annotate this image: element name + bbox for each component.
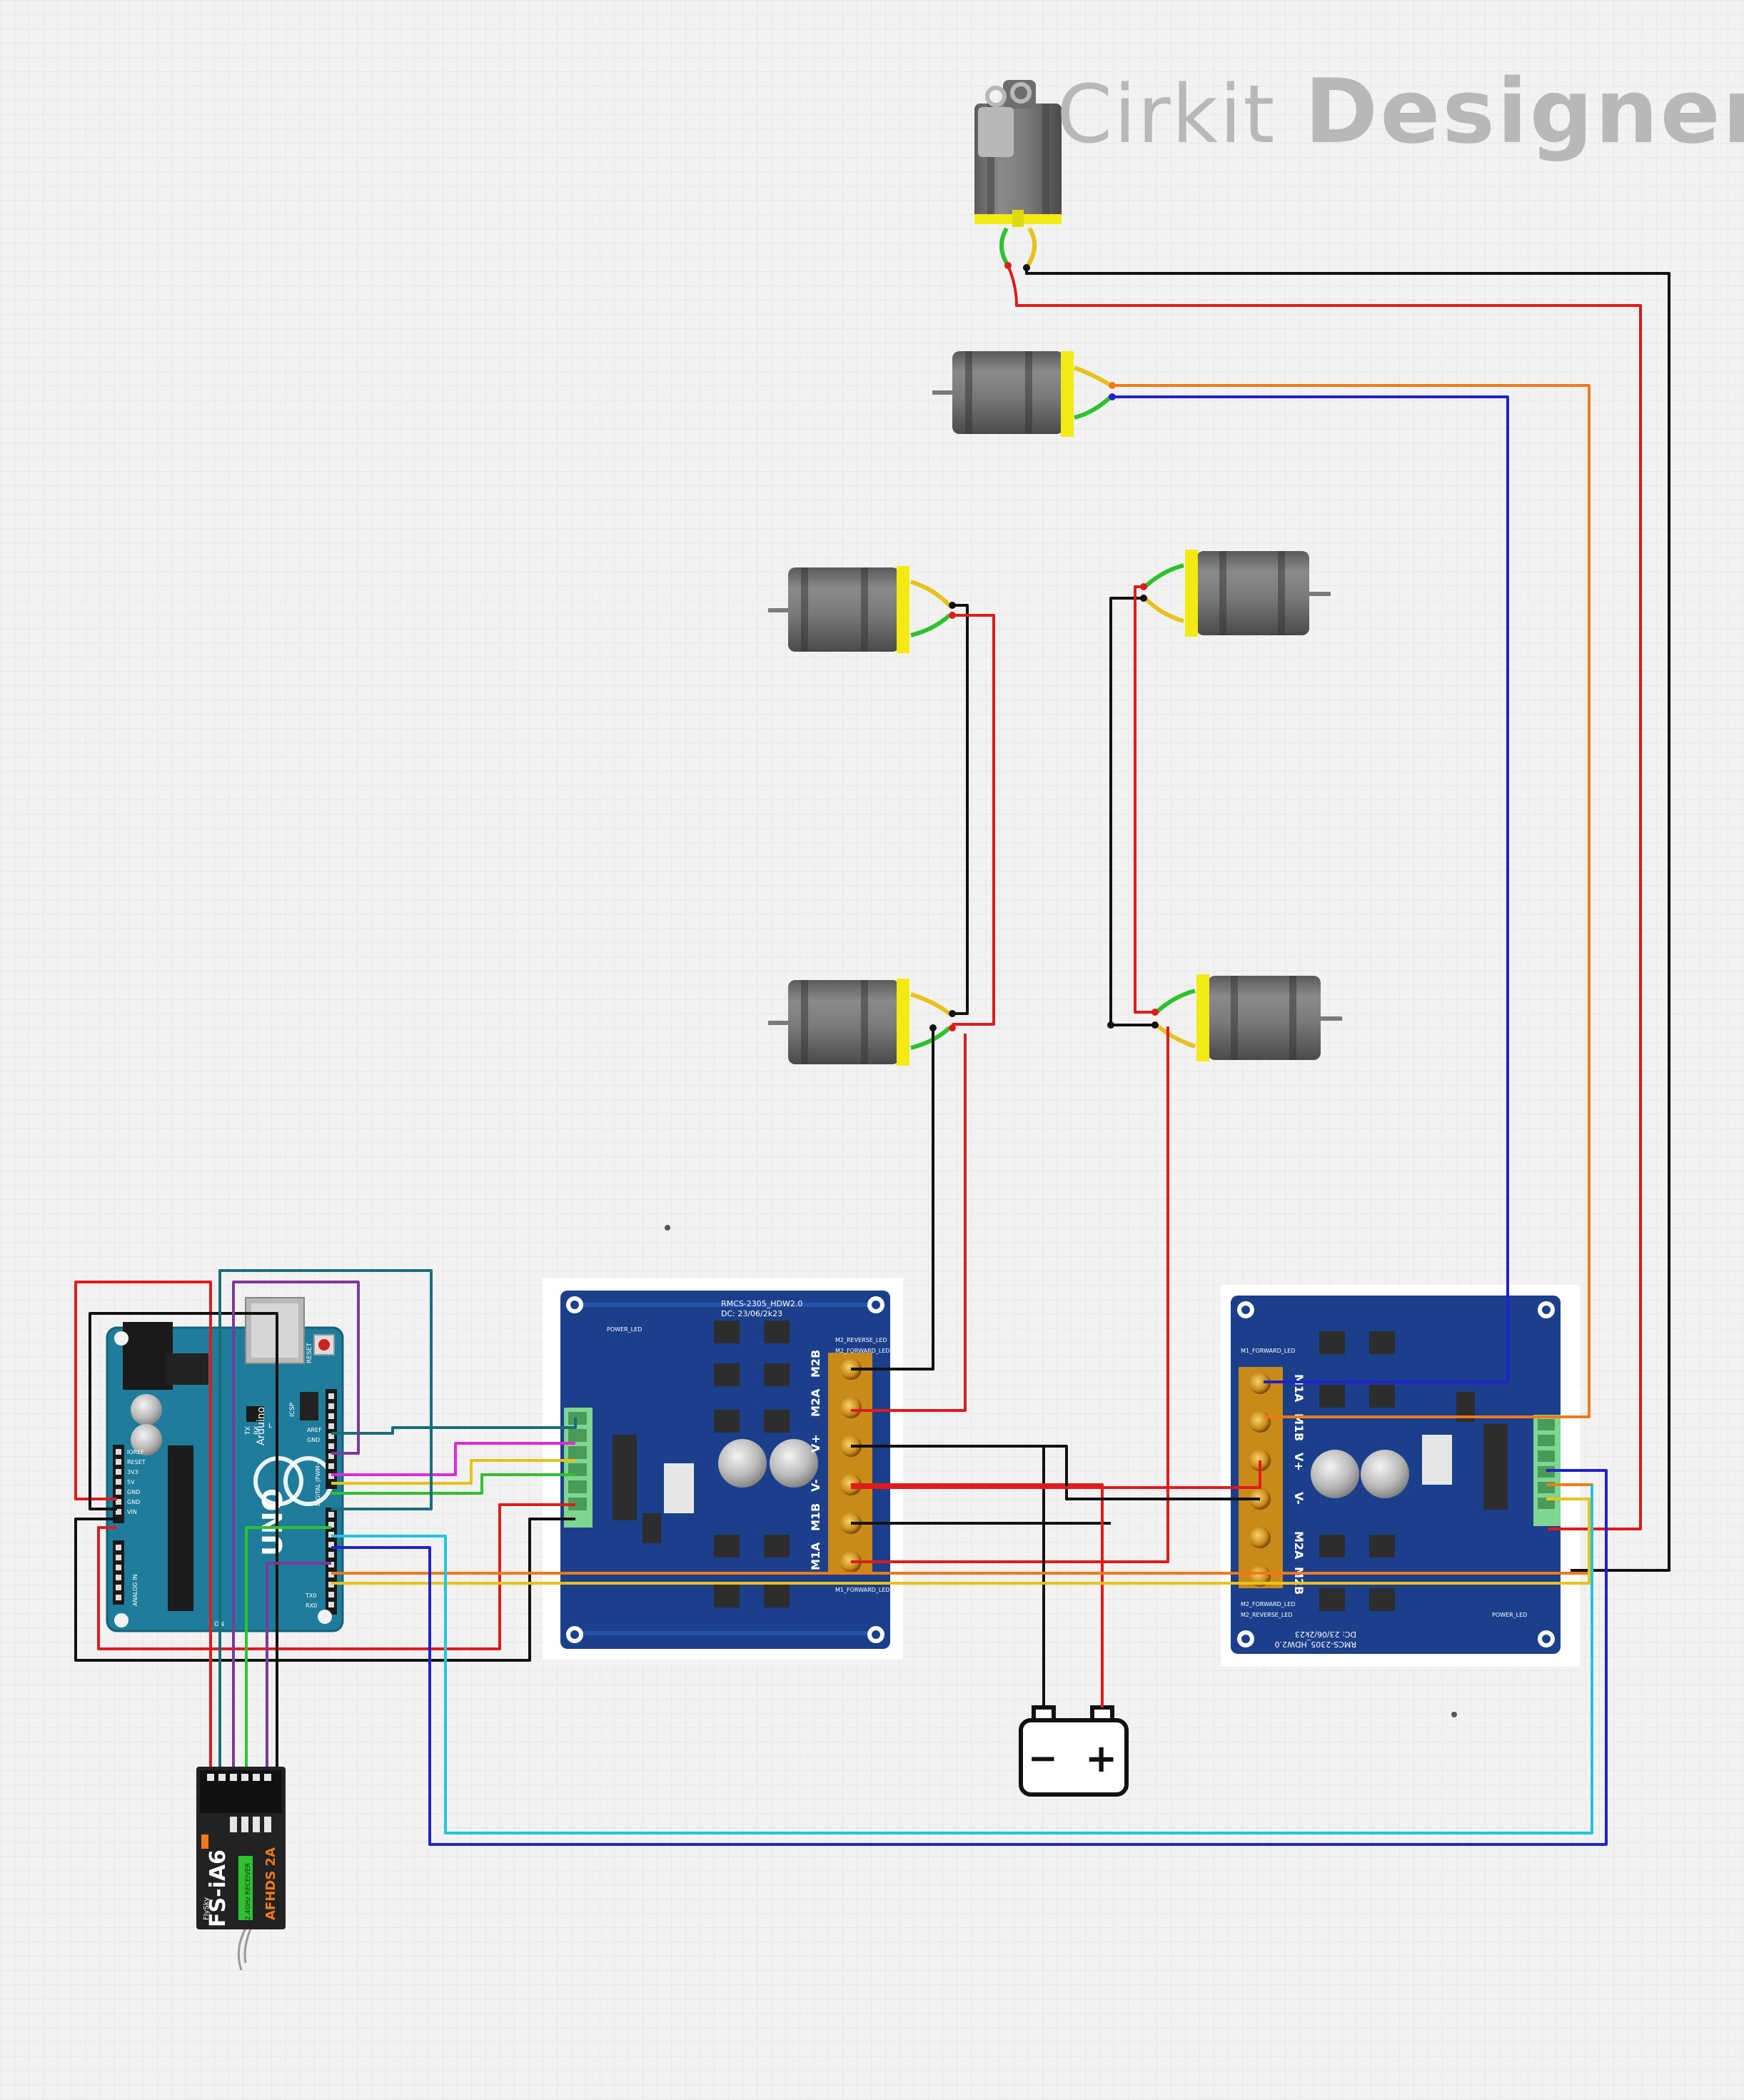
brand-bold-text: Designer [1304,61,1744,163]
motor-right-bottom[interactable] [1151,974,1342,1061]
arduino-rx-label: RX [253,1426,261,1435]
arduino-reset-label: RESET [306,1343,313,1363]
wire-orange-motor2[interactable] [1112,384,1591,1418]
receiver-afhds-label: AFHDS 2A [263,1847,278,1920]
wire-purple-arduino-loop[interactable] [232,1281,360,1767]
driver-left-led-m1-forward: M1_FORWARD_LED [835,1587,889,1593]
wire-black-arduino-driver[interactable] [74,1518,575,1662]
wire-yellow-arduino-driver[interactable] [331,1459,575,1485]
header-label-aref: AREF [307,1427,322,1433]
wire-red-left-m1a[interactable] [851,1026,1169,1563]
battery[interactable]: − + [1019,1705,1129,1797]
wire-blue-arduino-right[interactable] [331,1469,1608,1846]
driver-left-date: DC: 23/06/2k23 [721,1309,782,1318]
driver-left-led-m2-reverse: M2_REVERSE_LED [835,1337,887,1343]
header-label-reset: RESET [127,1459,146,1465]
motor-driver-right[interactable]: M1A M1B V+ V- M2A M2B RMCS-2305_HDW2.0 D… [1221,1285,1580,1667]
header-label-tx0: TX0 [305,1592,316,1599]
driver-right-date: DC: 23/06/2k23 [1295,1630,1356,1639]
driver-left-label-m2a: M2A [809,1388,822,1417]
wire-purple-arduino-right[interactable] [266,1562,331,1767]
cirkit-designer-logo: Cirkit Designer [1057,61,1744,163]
driver-left-label-m1a: M1A [809,1542,822,1570]
wire-teal-arduino-driver[interactable] [331,1418,577,1435]
driver-right-led-power: POWER_LED [1492,1612,1527,1618]
header-label-5v: 5V [127,1479,135,1485]
driver-right-led-m2-forward: M2_FORWARD_LED [1241,1601,1295,1607]
driver-left-label-vplus: V+ [809,1434,822,1453]
receiver-model-label: FS-iA6 [206,1849,231,1927]
wire-black-top-motor[interactable] [1025,268,1670,1572]
wire-black-vminus-right[interactable] [851,1445,1260,1500]
wire-magenta-arduino-driver[interactable] [331,1442,575,1476]
battery-minus-label: − [1028,1737,1058,1779]
wire-black-right-motors[interactable] [1109,597,1155,1026]
driver-left-label-m2b: M2B [809,1350,822,1378]
arduino-icsp-label: ICSP [289,1402,296,1417]
driver-right-label-m2b: M2B [1292,1567,1306,1595]
arduino-uno-label: UNO [257,1488,288,1556]
arduino-l-label: L [268,1423,272,1430]
brand-light-text: Cirkit [1057,69,1276,161]
header-label-rx0: RX0 [306,1602,317,1609]
cirkit-logo-icon [978,82,1032,157]
header-label-gnd-3: GND [307,1437,320,1443]
driver-left-led-m2-forward: M2_FORWARD_LED [835,1348,889,1354]
driver-right-led-m1-forward: M1_FORWARD_LED [1241,1348,1295,1354]
wire-black-m2b[interactable] [851,1028,934,1370]
wire-red-battery[interactable] [851,1483,1104,1707]
wire-red-vplus-right[interactable] [851,1460,1261,1489]
motor-left-top[interactable] [768,566,956,653]
motor-driver-left[interactable]: M2B M2A V+ V- M1B M1A RMCS-2305_HDW2.0 D… [543,1278,903,1660]
receiver-brand-label: FlySky [203,1897,211,1920]
wire-yellow-arduino-right[interactable] [331,1498,1591,1585]
driver-right-label-m1b: M1B [1292,1413,1306,1441]
wire-red-left-motors[interactable] [952,614,995,1026]
wire-red-right-motors[interactable] [1134,585,1155,1014]
header-label-3v3: 3V3 [127,1469,138,1475]
wire-red-top-motor[interactable] [1007,265,1642,1530]
wire-red-m2a[interactable] [851,1034,967,1412]
wire-green-receiver[interactable] [245,1526,331,1767]
arduino-brand-label: Arduino [256,1407,267,1445]
wire-black-left-motors[interactable] [952,604,969,1015]
driver-right-label-vminus: V- [1292,1492,1306,1505]
wires [74,265,1670,1846]
driver-right-label-m1a: M1A [1292,1374,1306,1403]
header-label-vin: VIN [127,1509,137,1515]
motor-upper-right[interactable] [932,351,1116,437]
motor-right-top[interactable] [1140,550,1331,637]
wire-blue-motor2[interactable] [1112,395,1509,1383]
wire-teal-arduino-loop[interactable] [218,1269,433,1767]
driver-left-title: RMCS-2305_HDW2.0 [721,1299,802,1308]
driver-right-label-m2a: M2A [1292,1531,1306,1560]
flysky-receiver[interactable]: FS-iA6 2.4GHz RECEIVER AFHDS 2A FlySky [196,1767,286,1971]
header-label-gnd-1: GND [127,1489,140,1495]
header-label-ioref: IOREF [127,1449,144,1455]
driver-left-led-power: POWER_LED [607,1326,642,1333]
header-label-analog: ANALOG IN [132,1575,138,1607]
wire-green-arduino-driver[interactable] [331,1473,575,1495]
wire-red-arduino-driver[interactable] [97,1503,575,1650]
driver-right-led-m2-reverse: M2_REVERSE_LED [1241,1612,1293,1618]
receiver-freq-label: 2.4GHz RECEIVER [245,1863,252,1920]
battery-plus-label: + [1085,1736,1117,1781]
driver-left-label-vminus: V- [809,1479,822,1492]
driver-right-label-vplus: V+ [1292,1453,1306,1471]
wire-black-arduino-gnd[interactable] [89,1312,278,1767]
driver-left-label-m1b: M1B [809,1503,822,1531]
header-label-digital: DIGITAL (PWM~) [315,1459,321,1506]
header-label-gnd-2: GND [127,1499,140,1505]
wire-cyan-arduino-right[interactable] [331,1485,1593,1834]
arduino-uno[interactable]: UNO Arduino RESET ICSP TX RX ON L IOREF … [106,1297,344,1632]
arduino-tx-label: TX [245,1426,252,1435]
driver-right-title: RMCS-2305_HDW2.0 [1275,1640,1356,1649]
